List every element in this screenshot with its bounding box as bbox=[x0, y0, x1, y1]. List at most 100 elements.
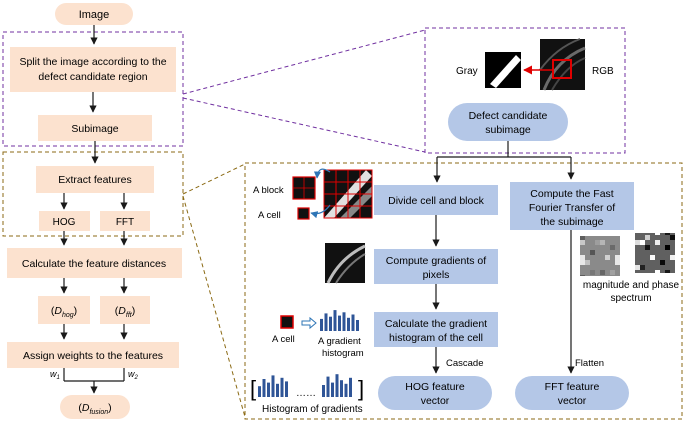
flatten-label: Flatten bbox=[575, 358, 604, 369]
cell-hist-bar bbox=[356, 320, 359, 331]
cell-hist-bar bbox=[329, 316, 332, 331]
d-fusion-node bbox=[60, 395, 130, 419]
spectrum-line2: spectrum bbox=[610, 293, 651, 304]
grad-hist-left-bar bbox=[262, 379, 266, 397]
split-label-line2: defect candidate region bbox=[38, 71, 147, 83]
calc-hist-line1: Calculate the gradient bbox=[385, 318, 487, 330]
rgb-image bbox=[539, 38, 586, 91]
grad-hist-right-bar bbox=[322, 385, 325, 397]
hog-vector-line2: vector bbox=[421, 395, 450, 407]
fft-compute-line1: Compute the Fast bbox=[530, 188, 614, 200]
histogram-group-right bbox=[322, 374, 352, 397]
cell-to-hist-arrow bbox=[301, 316, 317, 330]
right-bracket: ] bbox=[358, 376, 364, 401]
calc-dist-node bbox=[7, 248, 182, 278]
cell-pointer-arrow bbox=[310, 204, 331, 219]
fft-compute-line2: Fourier Transfer of bbox=[529, 202, 615, 214]
extract-group-frame bbox=[2, 151, 184, 237]
fft-node bbox=[100, 211, 150, 231]
calc-hist-line2: histogram of the cell bbox=[389, 332, 483, 344]
fft-compute-node bbox=[510, 182, 634, 230]
gray-subimage bbox=[485, 52, 521, 88]
w2-label: w2 bbox=[128, 369, 139, 381]
grad-hist-line1: A gradient bbox=[318, 336, 361, 347]
assign-node bbox=[7, 342, 179, 368]
cell-hist-bar bbox=[347, 317, 350, 331]
gray-label: Gray bbox=[456, 66, 478, 77]
subimage-label: Subimage bbox=[71, 123, 118, 135]
extract-node bbox=[36, 166, 154, 193]
divide-node bbox=[374, 185, 498, 215]
grad-hist-right-bar bbox=[344, 383, 348, 397]
olive-zoom-line-top bbox=[182, 163, 246, 195]
subimage-node bbox=[38, 115, 152, 141]
grad-hist-left-bar bbox=[285, 381, 288, 397]
w1-label: w1 bbox=[50, 369, 60, 381]
fft-label: FFT bbox=[116, 217, 134, 228]
calc-hist-node bbox=[374, 312, 498, 347]
calc-dist-label: Calculate the feature distances bbox=[22, 258, 166, 270]
divide-label: Divide cell and block bbox=[388, 195, 484, 207]
grad-hist-line2: histogram bbox=[322, 348, 364, 359]
image-label: Image bbox=[79, 9, 110, 21]
cell-histogram bbox=[320, 310, 359, 331]
cell-hist-bar bbox=[324, 313, 328, 331]
a-cell2-label: A cell bbox=[272, 334, 295, 345]
cell-hist-bar bbox=[333, 310, 337, 331]
grad-hist-left-bar bbox=[267, 382, 270, 397]
purple-zoom-line-top bbox=[182, 29, 426, 95]
defect-detail-frame bbox=[424, 27, 626, 154]
cell-sample bbox=[297, 207, 310, 220]
cell-image-small bbox=[280, 315, 294, 329]
d-hog-label: (Dhog) bbox=[51, 305, 77, 319]
fft-compute-line3: the subimage bbox=[540, 216, 603, 228]
left-bracket: [ bbox=[250, 376, 256, 401]
gradient-image bbox=[325, 243, 366, 284]
compute-grad-line2: pixels bbox=[423, 269, 450, 281]
a-block-label: A block bbox=[253, 185, 284, 196]
grad-hist-left-bar bbox=[280, 377, 284, 397]
d-fft-node bbox=[100, 296, 150, 324]
olive-zoom-line-bottom bbox=[182, 195, 246, 418]
extract-label: Extract features bbox=[58, 174, 132, 186]
block-grid-image bbox=[323, 169, 373, 219]
split-label-line1: Split the image according to the bbox=[19, 56, 166, 68]
cell-hist-bar bbox=[342, 312, 346, 331]
a-cell-label: A cell bbox=[258, 210, 281, 221]
grad-hist-right-bar bbox=[331, 382, 334, 397]
grad-hist-right-bar bbox=[340, 380, 343, 397]
grad-hist-right-bar bbox=[326, 376, 330, 397]
hog-vector-node bbox=[378, 376, 492, 410]
hist-of-grad-label: Histogram of gradients bbox=[262, 404, 363, 415]
grad-hist-right-bar bbox=[349, 377, 352, 397]
rgb-label: RGB bbox=[592, 66, 614, 77]
grad-hist-left-bar bbox=[258, 386, 261, 397]
cell-hist-bar bbox=[351, 314, 355, 331]
d-fft-label: (Dfft) bbox=[115, 305, 135, 319]
hog-vector-line1: HOG feature bbox=[405, 381, 465, 393]
fft-vector-node bbox=[515, 376, 629, 410]
grad-hist-left-bar bbox=[276, 383, 279, 397]
image-node bbox=[55, 3, 133, 25]
hist-dots: …… bbox=[296, 388, 316, 399]
d-hog-node bbox=[38, 296, 90, 324]
feature-detail-frame bbox=[244, 162, 683, 420]
cell-hist-bar bbox=[320, 318, 323, 331]
defect-subimage-node bbox=[448, 103, 568, 141]
defect-label-line1: Defect candidate bbox=[469, 110, 548, 122]
grad-hist-right-bar bbox=[335, 374, 339, 397]
spectrum-line1: magnitude and phase bbox=[583, 280, 680, 291]
assign-label: Assign weights to the features bbox=[23, 350, 163, 362]
block-pointer-arrow bbox=[313, 168, 331, 179]
cascade-label: Cascade bbox=[446, 358, 484, 369]
d-fusion-label: (Dfusion) bbox=[78, 402, 111, 416]
histogram-group-left bbox=[258, 375, 288, 397]
defect-label-line2: subimage bbox=[485, 124, 531, 136]
fft-vector-line1: FFT feature bbox=[545, 381, 600, 393]
magnitude-spectrum-image bbox=[580, 236, 620, 276]
hog-label: HOG bbox=[53, 217, 76, 228]
grad-hist-left-bar bbox=[271, 375, 275, 397]
fft-vector-line2: vector bbox=[558, 395, 587, 407]
